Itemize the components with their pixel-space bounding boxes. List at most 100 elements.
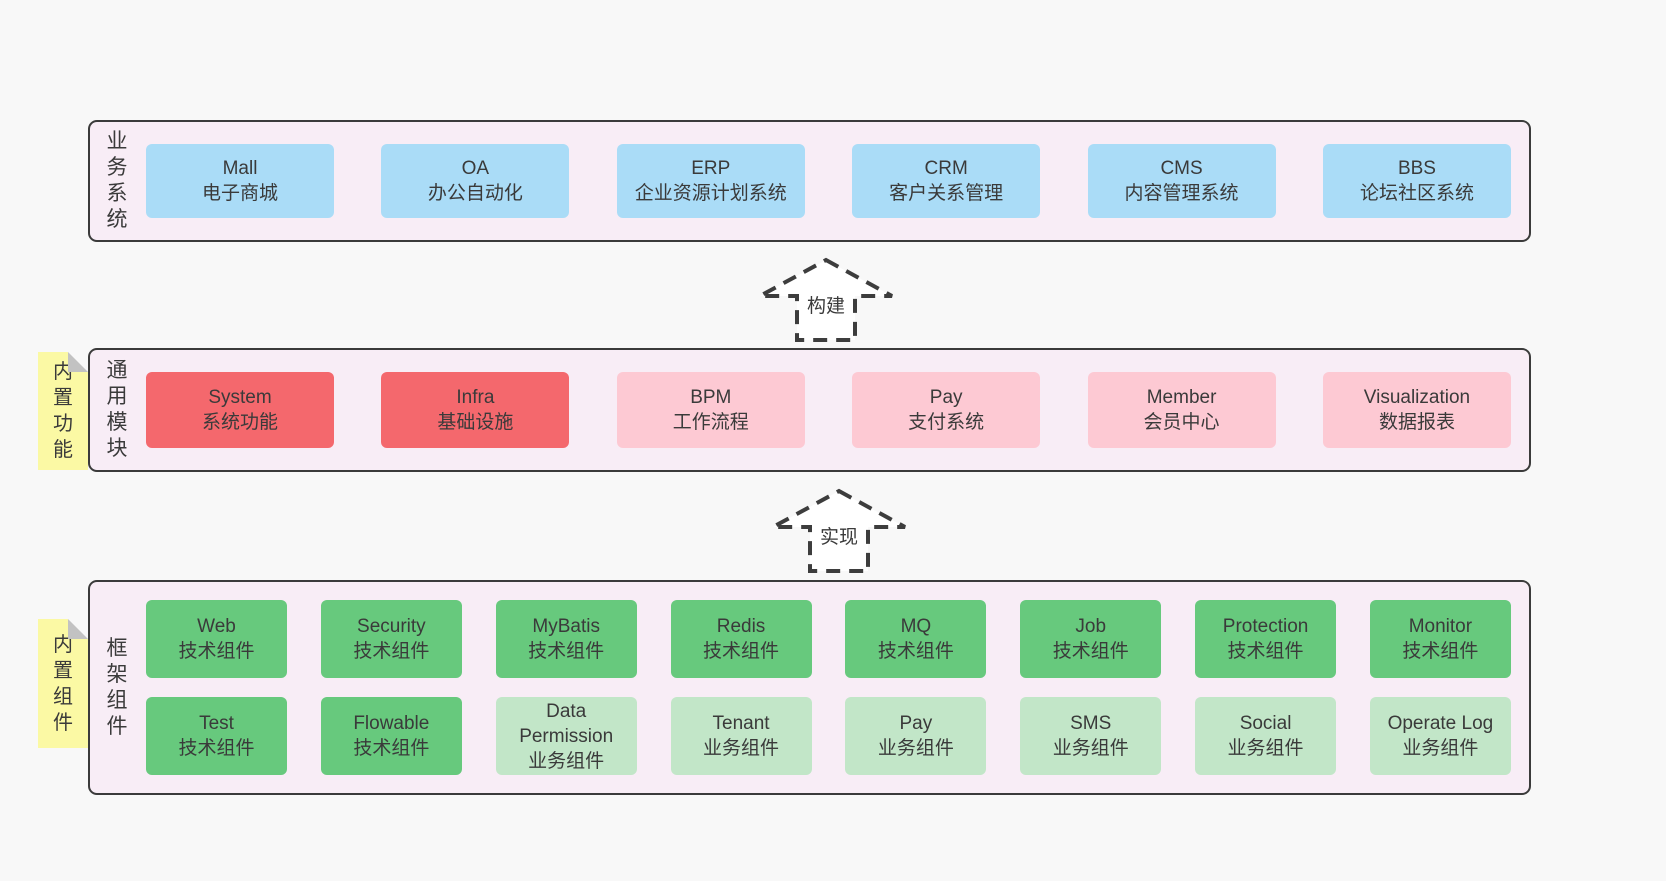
box-subtitle: 办公自动化 [427,183,523,204]
box-title: Pay [929,387,963,408]
arrow-up-icon: 实现 [772,488,906,573]
folded-corner-icon [68,619,88,639]
box-title: Web [197,616,236,637]
box-title: Redis [716,616,766,637]
arrow-implement: 实现 [769,487,909,575]
box-title: Infra [456,387,495,408]
box-visualization: Visualization 数据报表 [1322,372,1511,448]
box-title: Job [1075,616,1107,637]
box-job: Job 技术组件 [1020,600,1162,678]
box-protection: Protection 技术组件 [1195,600,1337,678]
box-title: Security [357,616,426,637]
box-subtitle: 技术组件 [353,738,430,759]
box-subtitle: 企业资源计划系统 [634,183,787,204]
box-subtitle: 技术组件 [178,738,255,759]
folded-corner-icon [68,352,88,372]
box-pay-component: Pay 业务组件 [845,697,987,775]
box-title: CMS [1160,158,1203,179]
box-title: Data Permission [519,700,614,747]
box-mall: Mall 电子商城 [146,144,334,218]
box-title: CRM [924,158,968,179]
box-title: Operate Log [1387,713,1494,734]
box-web: Web 技术组件 [146,600,287,678]
box-subtitle: 技术组件 [1227,641,1304,662]
box-subtitle: 基础设施 [437,412,514,433]
box-title: Member [1146,387,1217,408]
arrow-up-icon: 构建 [759,257,893,342]
box-subtitle: 技术组件 [703,641,780,662]
box-social: Social 业务组件 [1195,697,1337,775]
box-tenant: Tenant 业务组件 [670,697,812,775]
arrow-build-label: 构建 [807,295,845,317]
box-subtitle: 数据报表 [1378,412,1455,433]
box-title: BPM [690,387,732,408]
box-title: Tenant [712,713,770,734]
box-subtitle: 支付系统 [908,412,985,433]
box-system: System 系统功能 [146,372,334,448]
box-redis: Redis 技术组件 [670,600,812,678]
box-title: BBS [1397,158,1436,179]
panel-common-modules-label: 通用模块 [106,359,128,460]
sticky-note-text: 内置组件 [53,633,73,734]
box-subtitle: 业务组件 [1402,738,1479,759]
framework-components-row-2: Test 技术组件 Flowable 技术组件 Data Permission … [146,697,1511,775]
box-bbs: BBS 论坛社区系统 [1322,144,1511,218]
box-title: ERP [691,158,731,179]
box-title: OA [461,158,490,179]
box-title: MQ [900,616,932,637]
box-subtitle: 技术组件 [528,641,605,662]
box-bpm: BPM 工作流程 [616,372,805,448]
box-title: Test [199,713,234,734]
box-title: Social [1239,713,1292,734]
sticky-note-builtin-components: 内置组件 [38,619,88,748]
box-subtitle: 电子商城 [201,183,278,204]
box-flowable: Flowable 技术组件 [320,697,462,775]
box-subtitle: 内容管理系统 [1124,183,1239,204]
box-title: Protection [1222,616,1309,637]
box-subtitle: 技术组件 [353,641,430,662]
box-subtitle: 客户关系管理 [889,183,1004,204]
box-subtitle: 技术组件 [178,641,255,662]
arrow-implement-label: 实现 [820,526,858,548]
box-cms: CMS 内容管理系统 [1087,144,1276,218]
box-title: Mall [222,158,258,179]
box-infra: Infra 基础设施 [381,372,570,448]
business-systems-boxes: Mall 电子商城 OA 办公自动化 ERP 企业资源计划系统 CRM 客户关系… [146,144,1529,218]
panel-common-modules: 通用模块 System 系统功能 Infra 基础设施 BPM 工作流程 Pay… [88,348,1531,472]
box-subtitle: 业务组件 [1227,738,1304,759]
box-mybatis: MyBatis 技术组件 [495,600,637,678]
box-title: MyBatis [532,616,600,637]
framework-components-rows: Web 技术组件 Security 技术组件 MyBatis 技术组件 Redi… [146,600,1529,775]
panel-framework-components: 框架组件 Web 技术组件 Security 技术组件 MyBatis 技术组件… [88,580,1531,795]
box-subtitle: 业务组件 [528,750,605,772]
box-monitor: Monitor 技术组件 [1369,600,1511,678]
box-crm: CRM 客户关系管理 [852,144,1041,218]
box-security: Security 技术组件 [320,600,462,678]
box-title: Monitor [1408,616,1473,637]
box-subtitle: 业务组件 [1052,738,1129,759]
box-subtitle: 会员中心 [1143,412,1220,433]
box-test: Test 技术组件 [146,697,287,775]
box-subtitle: 系统功能 [201,412,278,433]
panel-business-systems: 业务系统 Mall 电子商城 OA 办公自动化 ERP 企业资源计划系统 CRM… [88,120,1531,242]
box-title: System [208,387,272,408]
box-member: Member 会员中心 [1087,372,1276,448]
panel-framework-components-label: 框架组件 [106,636,128,738]
box-oa: OA 办公自动化 [381,144,570,218]
box-subtitle: 工作流程 [672,412,749,433]
arrow-build: 构建 [756,256,896,344]
framework-components-row-1: Web 技术组件 Security 技术组件 MyBatis 技术组件 Redi… [146,600,1511,678]
box-operate-log: Operate Log 业务组件 [1369,697,1511,775]
box-title: Flowable [353,713,430,734]
box-title: Visualization [1363,387,1471,408]
box-data-permission: Data Permission 业务组件 [495,697,637,775]
box-title: SMS [1070,713,1112,734]
box-mq: MQ 技术组件 [845,600,987,678]
box-erp: ERP 企业资源计划系统 [616,144,805,218]
box-title: Pay [899,713,933,734]
box-subtitle: 技术组件 [1052,641,1129,662]
box-subtitle: 业务组件 [877,738,954,759]
sticky-note-text: 内置功能 [53,361,73,461]
box-pay: Pay 支付系统 [852,372,1041,448]
